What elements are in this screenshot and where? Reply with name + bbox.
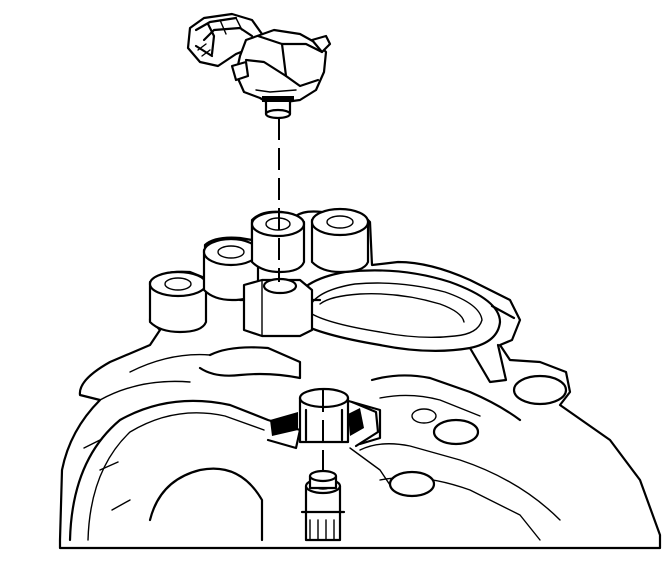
boss-2 [202,237,260,302]
pad-2 [432,418,480,446]
boss-4 [310,207,370,274]
intake-manifold-icon [58,207,662,550]
sensor-icon [186,12,332,120]
fitting-icon [300,469,346,542]
pad-3 [388,470,436,498]
boss-1 [148,270,208,334]
sensor-mount-bracket [238,277,322,338]
pad-1 [512,374,568,406]
